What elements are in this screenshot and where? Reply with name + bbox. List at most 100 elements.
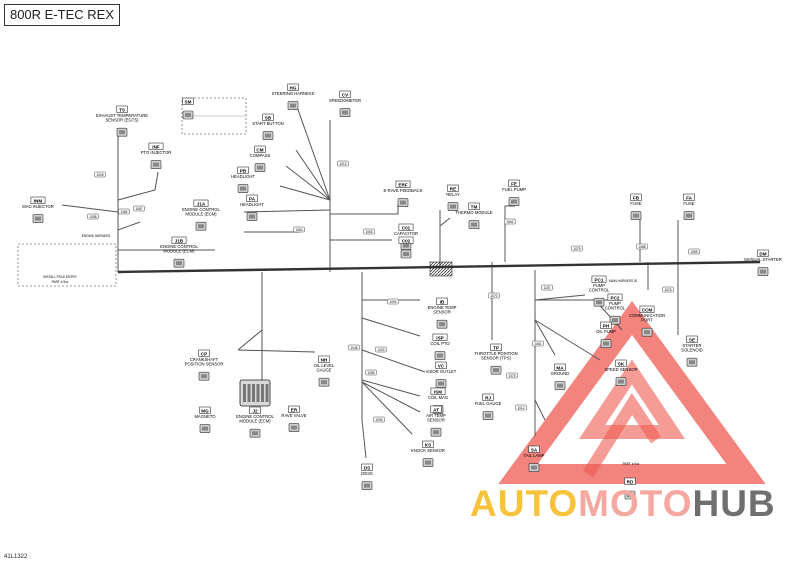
harness-wire [295, 103, 331, 201]
wire-id-tag [118, 208, 130, 215]
component-label: OIL PUMP [596, 329, 616, 334]
connector-pin-icon [252, 431, 258, 436]
logo-inner-triangle-icon [578, 359, 686, 439]
component-sm: SM [182, 97, 194, 120]
harness-junction-block [429, 261, 453, 277]
component-code: SA [531, 447, 538, 452]
connector-pin-icon [403, 252, 409, 256]
wire-id-label: 1212 [339, 162, 346, 166]
harness-wire [534, 294, 586, 301]
component-label: SPEEDOMETER [329, 98, 361, 103]
harness-wire [237, 272, 263, 351]
component-code: TM [471, 204, 478, 209]
component-code: INF [152, 144, 160, 149]
component-code-box [193, 199, 209, 207]
connector-pin-icon [450, 204, 456, 209]
component-label: SOLENOID [681, 348, 703, 353]
harness-wire [285, 165, 331, 201]
component-code: SM [185, 99, 192, 104]
wire-id-tag [571, 245, 583, 252]
component-code: DM [759, 251, 766, 256]
component-code: PA [249, 196, 256, 201]
component-label: THROTTLE POSITION [474, 351, 517, 356]
component-label: PUMP [609, 301, 621, 306]
connector-pin-icon [618, 379, 624, 384]
wire-id-label: 1063 [295, 228, 302, 232]
component-code-box [490, 343, 502, 351]
connector-pin-icon [257, 165, 263, 170]
component-code: FA [686, 195, 693, 200]
component-label: SPEED SENSOR [604, 367, 637, 372]
component-code-box [361, 463, 373, 471]
component-code-box [398, 223, 414, 231]
component-code-box [182, 97, 194, 105]
component-label: MANUAL STARTER [744, 257, 782, 262]
wire-id-label: 1049 [96, 173, 103, 177]
component-code: RD [627, 479, 634, 484]
component-code: PC2 [611, 295, 620, 300]
wire-id-label: 1089 [367, 371, 374, 375]
connector-pin-icon [291, 425, 297, 430]
component-label: VISOR OUTLET [426, 369, 457, 374]
watermark-segment-2: MOTO [578, 483, 693, 524]
component-label: POSITION SENSOR [185, 362, 224, 367]
component-label: COMMUNICATION [629, 313, 665, 318]
component-code: RE [450, 186, 456, 191]
diagram-title: 800R E-TEC REX [4, 4, 120, 26]
component-code: SB [265, 115, 272, 120]
component-code-box [30, 196, 46, 204]
harness-wire [330, 204, 399, 215]
wire-id-label: 1048 [350, 346, 357, 350]
component-code: FB [633, 195, 640, 200]
component-label: DESS [361, 471, 373, 476]
connector-pin-icon [185, 113, 191, 117]
component-label: MODULE (ECM) [185, 212, 217, 217]
component-code: C01 [402, 225, 411, 230]
component-code-box [468, 202, 480, 210]
connector-pin-icon [612, 318, 618, 323]
harness-wire [361, 379, 421, 397]
component-code: AT [433, 407, 439, 412]
component-code-box [447, 184, 459, 192]
component-rd: RD [624, 477, 636, 500]
connector-pin-icon [400, 200, 406, 205]
wire-id-tag [662, 286, 674, 293]
component-label: AIR TEMP [426, 413, 446, 418]
component-code-box [686, 335, 698, 343]
wire-id-tag [363, 228, 375, 235]
wire-id-tag [532, 340, 544, 347]
connector-pin-icon [35, 216, 41, 221]
wire-id-tag [365, 369, 377, 376]
component-code-box [199, 406, 211, 414]
connector-pin-icon [686, 213, 692, 218]
connector-pin-icon [633, 213, 639, 218]
component-label: ENGINE CONTROL [236, 414, 274, 419]
component-label: SENSOR (TPS) [481, 356, 511, 361]
connector-pin-icon [439, 322, 445, 327]
component-label: SENSOR [433, 310, 451, 315]
wire-id-tag [348, 344, 360, 351]
wire-id-label: 1075 [508, 374, 515, 378]
component-label: MAGNETO [194, 414, 216, 419]
ecm-pin-icon [256, 384, 260, 402]
component-label: ENGINE CONTROL [160, 244, 198, 249]
connector-pin-icon [485, 413, 491, 418]
component-label: FUSE [630, 201, 641, 206]
component-code-box [528, 445, 540, 453]
wire-id-label: 1069 [690, 250, 697, 254]
